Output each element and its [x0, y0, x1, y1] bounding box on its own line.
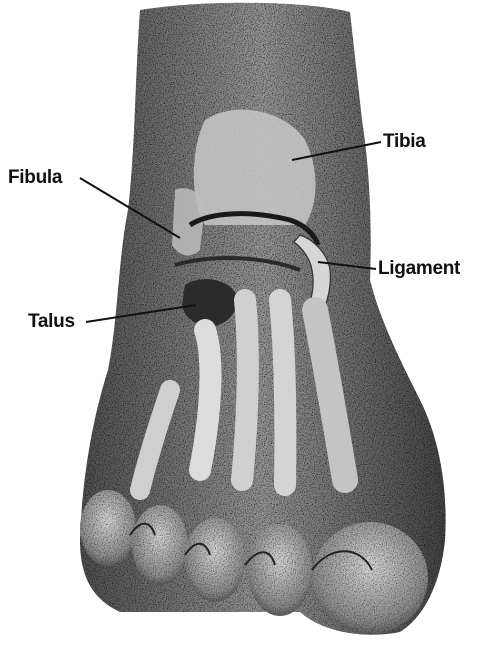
- metatarsal: [242, 300, 248, 480]
- metatarsal: [200, 330, 210, 470]
- ligament-label: Ligament: [378, 259, 460, 278]
- talus-label: Talus: [28, 312, 75, 331]
- tibia-label: Tibia: [383, 132, 426, 151]
- metatarsal: [280, 300, 285, 485]
- fibula-label: Fibula: [8, 168, 62, 187]
